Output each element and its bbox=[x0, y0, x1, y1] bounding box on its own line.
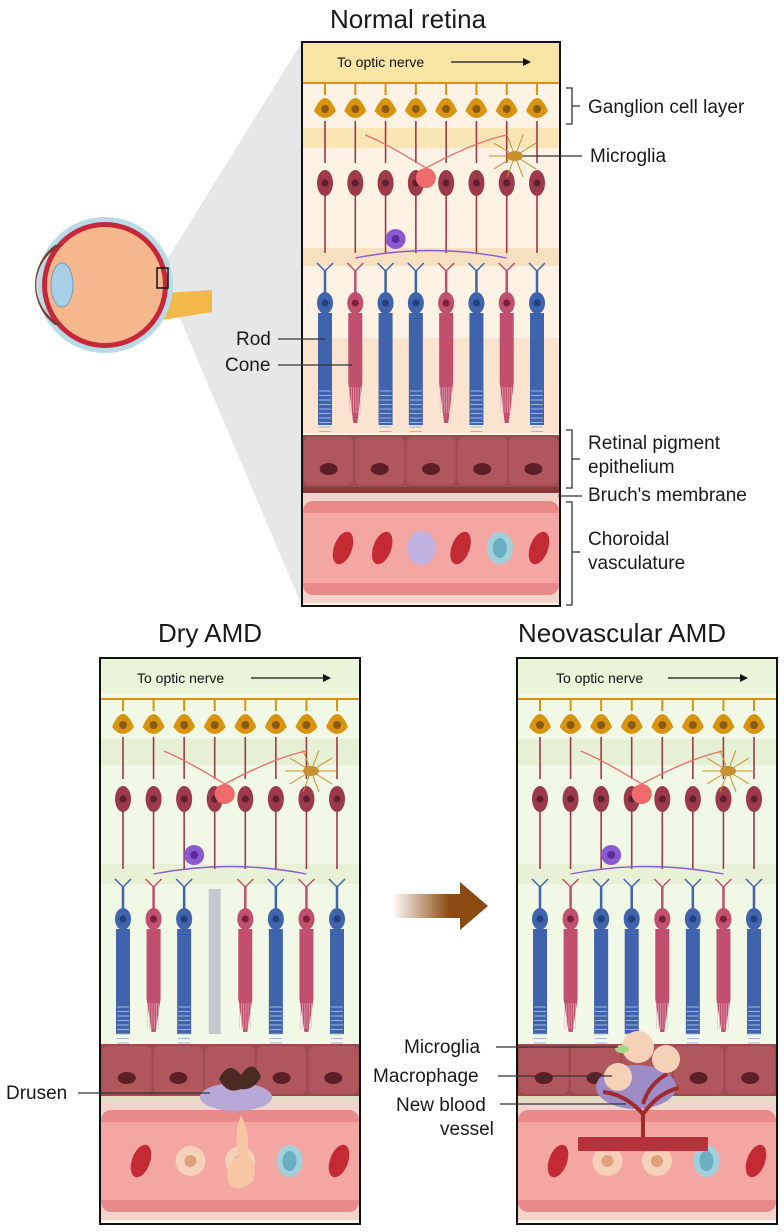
choroidal-label-line2: vasculature bbox=[588, 553, 686, 574]
degenerating-photoreceptor bbox=[208, 889, 221, 1034]
choroidal-label-line1: Choroidal bbox=[588, 529, 670, 550]
white-blood-cell bbox=[407, 531, 436, 565]
retina-cell-layers bbox=[303, 82, 559, 603]
rpe-cell bbox=[519, 1046, 569, 1094]
rpe-cell bbox=[457, 437, 507, 485]
red-blood-cell bbox=[328, 1144, 350, 1178]
rpe-cell bbox=[256, 1046, 307, 1094]
microglia-cell bbox=[615, 1045, 629, 1053]
macrophage-cell bbox=[622, 1031, 654, 1063]
macrophage-cell bbox=[652, 1045, 680, 1073]
interneuron-cell bbox=[631, 784, 652, 804]
interneuron-cell bbox=[415, 168, 436, 188]
rpe-cell bbox=[102, 1046, 152, 1094]
optic-nerve-label: To optic nerve bbox=[337, 54, 424, 70]
red-blood-cell bbox=[371, 531, 393, 565]
neovascular-amd-diagram: To optic nerve bbox=[518, 659, 776, 1220]
dry-optic-nerve-label: To optic nerve bbox=[137, 670, 224, 686]
rpe-cell bbox=[406, 437, 456, 485]
lens bbox=[50, 262, 74, 308]
red-blood-cell bbox=[528, 531, 550, 565]
bruchs-membrane-label: Bruch's membrane bbox=[588, 485, 747, 506]
red-blood-cell bbox=[332, 531, 354, 565]
red-blood-cell bbox=[130, 1144, 152, 1178]
rpe-cell bbox=[725, 1046, 775, 1094]
new-blood-vessel bbox=[602, 1072, 680, 1137]
progression-arrow bbox=[392, 882, 488, 930]
zoom-wedge bbox=[168, 42, 302, 606]
rpe-cell bbox=[153, 1046, 204, 1094]
dry-amd-title: Dry AMD bbox=[158, 618, 262, 648]
dry-retina-cell-layers bbox=[101, 698, 359, 1220]
drusen-label: Drusen bbox=[6, 1083, 68, 1104]
interneuron-cell bbox=[214, 784, 235, 804]
rpe-cell bbox=[508, 437, 558, 485]
zoom-box bbox=[156, 267, 169, 289]
neo-optic-nerve-label: To optic nerve bbox=[556, 670, 643, 686]
drusen-deposit bbox=[200, 1083, 272, 1111]
dry-amd-panel: To optic nerve bbox=[99, 657, 361, 1225]
new-blood-vessel-label-line2: vessel bbox=[440, 1119, 494, 1140]
new-blood-vessel-label-line1: New blood bbox=[396, 1095, 486, 1116]
bruchs-membrane bbox=[303, 487, 559, 493]
microglia-label: Microglia bbox=[590, 146, 667, 167]
eye-illustration bbox=[35, 42, 302, 606]
red-blood-cell bbox=[547, 1144, 569, 1178]
rpe-cell bbox=[308, 1046, 358, 1094]
ganglion-cell-layer-label: Ganglion cell layer bbox=[588, 97, 745, 118]
rpe-cell bbox=[673, 1046, 724, 1094]
normal-retina-diagram: To optic nerve bbox=[303, 43, 559, 603]
rpe-label-line1: Retinal pigment bbox=[588, 433, 721, 454]
rpe-cell bbox=[355, 437, 405, 485]
neovascular-amd-panel: To optic nerve bbox=[516, 657, 778, 1225]
microglia-cell bbox=[720, 766, 736, 776]
macrophage-migrating bbox=[227, 1115, 255, 1189]
red-blood-cell bbox=[745, 1144, 767, 1178]
microglia-cell bbox=[303, 766, 319, 776]
rod-label: Rod bbox=[236, 329, 271, 350]
dry-amd-diagram: To optic nerve bbox=[101, 659, 359, 1220]
new-vessel-channel bbox=[578, 1137, 708, 1151]
normal-retina-title: Normal retina bbox=[330, 4, 487, 34]
normal-retina-panel: To optic nerve bbox=[301, 41, 561, 607]
neo-retina-cell-layers bbox=[518, 698, 776, 1220]
cone-label: Cone bbox=[225, 355, 271, 376]
neo-microglia-label: Microglia bbox=[404, 1037, 481, 1058]
red-blood-cell bbox=[450, 531, 471, 565]
rpe-cell bbox=[304, 437, 354, 485]
neovascular-amd-title: Neovascular AMD bbox=[518, 618, 727, 648]
rpe-label-line2: epithelium bbox=[588, 457, 675, 478]
macrophage-label: Macrophage bbox=[373, 1066, 479, 1087]
pigment-clump bbox=[219, 1066, 261, 1091]
microglia-cell bbox=[507, 151, 523, 161]
macrophage-cell bbox=[604, 1063, 632, 1091]
normal-label-brackets bbox=[278, 87, 582, 606]
